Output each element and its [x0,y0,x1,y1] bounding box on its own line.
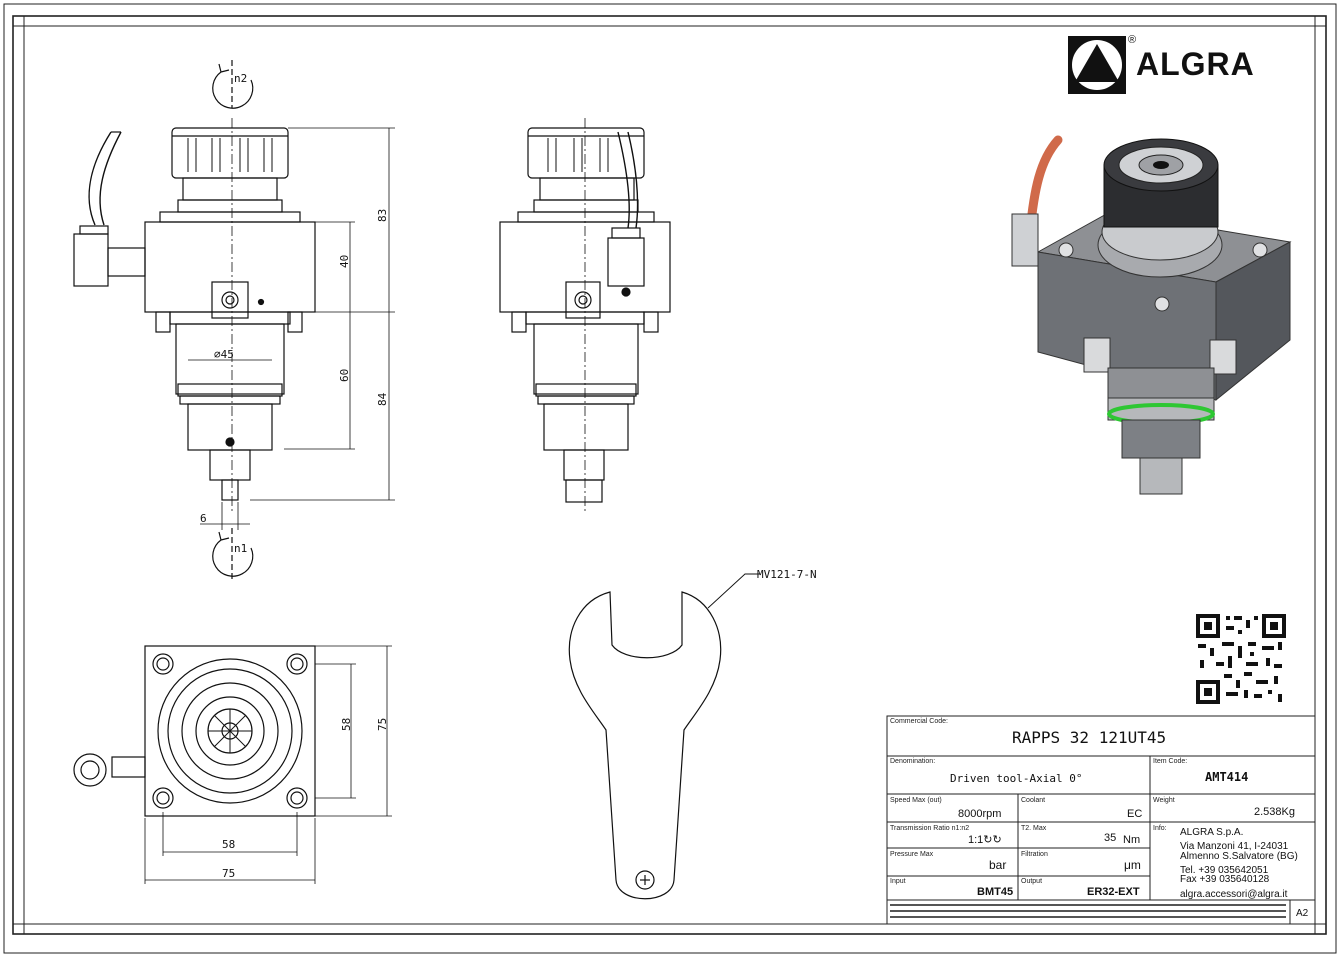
filtration-label: Filtration [1021,851,1048,858]
item-code-label: Item Code: [1153,758,1188,765]
commercial-code-label: Commercial Code: [890,718,948,725]
commercial-code-value: RAPPS 32 121UT45 [1012,728,1167,747]
company-name: ALGRA S.p.A. [1180,827,1244,838]
rotation-n2-symbol [212,60,254,109]
torque-value: 35 [1104,832,1117,844]
input-value: BMT45 [977,886,1014,898]
item-code-value: AMT414 [1205,770,1249,784]
label-n1: n1 [234,542,247,555]
registered-mark: ® [1128,34,1137,46]
dim-diameter-45: ⌀45 [214,348,234,361]
rotation-n1-symbol [212,528,254,580]
telephone: Tel. +39 035642051 [1180,865,1269,876]
title-block-grid [886,715,1316,925]
dim-83: 83 [376,209,389,222]
dimension-labels: 83 40 60 84 6 ⌀45 n2 n1 58 75 58 75 MV12… [200,72,817,880]
dim-84: 84 [376,392,389,406]
wrench-callout-code: MV121-7-N [757,568,817,581]
label-n2: n2 [234,72,247,85]
dim-60: 60 [338,369,351,382]
dim-bottom-75-height: 75 [376,718,389,731]
isometric-3d-view [1011,135,1292,495]
sheet-size: A2 [1296,908,1309,919]
dim-40: 40 [338,255,351,268]
torque-label: T2. Max [1021,825,1047,832]
filtration-value: μm [1124,858,1141,872]
info-label: Info: [1153,825,1167,832]
fax: Fax +39 035640128 [1180,874,1270,885]
coolant-label: Coolant [1021,797,1046,804]
input-label: Input [890,878,906,885]
coolant-value: EC [1127,808,1143,820]
wrench-drawing [568,573,760,900]
front-view [73,60,395,580]
denomination-value: Driven tool-Axial 0° [950,772,1083,785]
speed-value: 8000rpm [958,808,1002,820]
weight-value: 2.538Kg [1254,806,1295,818]
dim-bottom-58-width: 58 [222,838,235,851]
denomination-label: Denomination: [890,758,936,765]
sheet-inner-frame [12,15,1327,935]
dim-6: 6 [200,512,207,525]
side-view [499,118,671,512]
dim-bottom-58-height: 58 [340,718,353,731]
bottom-view [73,645,392,884]
title-block-fine-print [890,904,1286,918]
torque-unit: Nm [1123,834,1141,846]
ratio-label: Transmission Ratio n1:n2 [890,825,970,832]
ratio-value: 1:1↻↻ [968,834,1002,846]
pressure-value: bar [989,858,1007,872]
output-value: ER32-EXT [1087,886,1140,898]
address-line-1: Via Manzoni 41, I-24031 [1180,841,1289,852]
qr-code [1196,614,1286,704]
address-line-2: Almenno S.Salvatore (BG) [1180,851,1298,862]
sheet-outer-frame [3,3,1337,954]
dim-bottom-75-width: 75 [222,867,235,880]
algra-logo-text: ALGRA [1136,46,1255,82]
output-label: Output [1021,878,1043,885]
email-link[interactable]: algra.accessori@algra.it [1180,889,1288,900]
weight-label: Weight [1153,797,1175,804]
speed-label: Speed Max (out) [890,797,942,804]
pressure-label: Pressure Max [890,851,934,858]
algra-logo-mark [1068,36,1126,94]
